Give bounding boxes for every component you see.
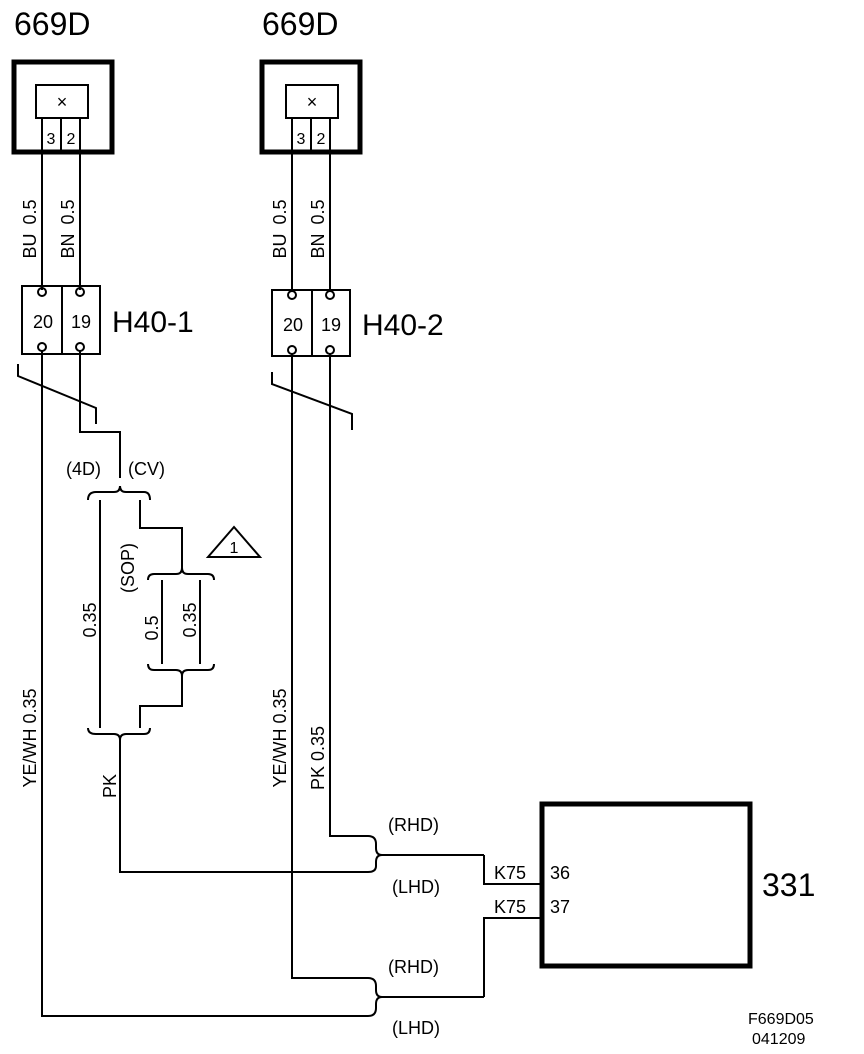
left-connector-symbol: ×: [57, 92, 68, 112]
left-pk-wire-bottom: [119, 740, 368, 873]
right-pk-wire: [329, 354, 368, 837]
right-yewh-label: YE/WH 0.35: [270, 688, 290, 787]
left-pin-2: 2: [67, 131, 76, 148]
sop-size-a: 0.5: [142, 615, 162, 640]
right-pk-label: PK 0.35: [308, 726, 328, 790]
pin-36-wire: [483, 855, 540, 885]
h40-1-label: H40-1: [112, 306, 194, 339]
lower-lhd-label: (LHD): [392, 1018, 440, 1038]
left-pin-3: 3: [47, 131, 56, 148]
right-bn-color: BN: [308, 233, 328, 258]
pin-37-wire: [483, 917, 540, 997]
variant-4d: (4D): [66, 459, 101, 479]
variant-split-brace: [87, 485, 151, 501]
left-yewh-label: YE/WH 0.35: [20, 688, 40, 787]
right-yewh-wire: [291, 354, 368, 979]
right-bn-size: 0.5: [308, 199, 328, 224]
pin-36-prefix: K75: [494, 863, 526, 883]
right-connector-title: 669D: [262, 6, 339, 42]
h40-2-pin-19: 19: [321, 315, 341, 335]
h40-2-pin-20: 20: [283, 315, 303, 335]
sop-split-brace: [147, 567, 215, 581]
right-bu-size: 0.5: [270, 199, 290, 224]
right-pin-3: 3: [297, 131, 306, 148]
h40-1-pin-20: 20: [33, 312, 53, 332]
sop-join-brace: [147, 663, 215, 677]
footer-date: 041209: [752, 1031, 805, 1048]
pk-cv-wire: [139, 500, 183, 572]
left-pk-wire-top: [79, 351, 121, 478]
upper-lhd-label: (LHD): [392, 877, 440, 897]
left-bn-color: BN: [58, 233, 78, 258]
right-bu-color: BU: [270, 233, 290, 258]
left-bu-color: BU: [20, 233, 40, 258]
note-number: 1: [230, 540, 239, 557]
note-triangle-icon: [205, 525, 263, 558]
left-shield-break: [17, 364, 97, 424]
left-bu-size: 0.5: [20, 199, 40, 224]
module-331-label: 331: [762, 867, 815, 903]
left-pk-color: PK: [100, 774, 120, 798]
right-shield-break: [271, 372, 353, 430]
h40-1-pin-19: 19: [71, 312, 91, 332]
upper-rhd-label: (RHD): [388, 815, 439, 835]
variant-join-brace: [87, 727, 151, 741]
right-pin-2: 2: [317, 131, 326, 148]
variant-cv: (CV): [128, 459, 165, 479]
pin-37-prefix: K75: [494, 897, 526, 917]
variant-sop: (SOP): [118, 543, 138, 593]
pk-4d-size: 0.35: [80, 602, 100, 637]
sop-size-b: 0.35: [180, 602, 200, 637]
lower-rhd-label: (RHD): [388, 957, 439, 977]
left-yewh-wire: [41, 351, 368, 1017]
h40-2-label: H40-2: [362, 309, 444, 342]
module-pin-37: 37: [550, 897, 570, 917]
lower-variant-brace: [367, 977, 383, 1017]
module-pin-36: 36: [550, 863, 570, 883]
upper-variant-brace: [367, 835, 383, 873]
right-connector-symbol: ×: [307, 92, 318, 112]
left-connector-title: 669D: [14, 6, 91, 42]
left-bn-size: 0.5: [58, 199, 78, 224]
module-331-box: [539, 801, 753, 969]
footer-code: F669D05: [748, 1011, 814, 1028]
